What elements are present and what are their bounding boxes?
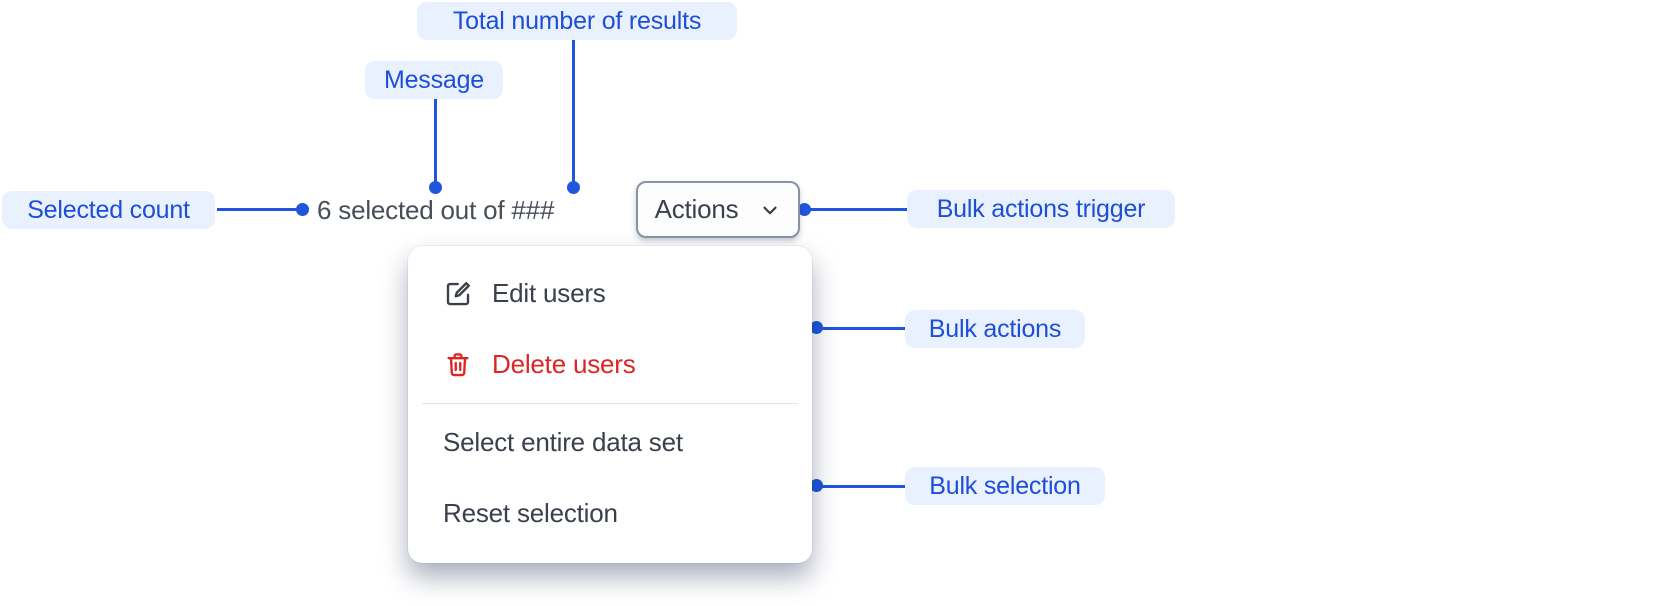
annotation-label-total-results: Total number of results	[417, 2, 737, 40]
annotation-label-selected-count: Selected count	[2, 191, 215, 229]
connector-dot-selected-count	[296, 203, 309, 216]
annotation-label-bulk-actions: Bulk actions	[905, 310, 1085, 348]
connector-dot-bulk-actions	[810, 321, 823, 334]
menu-item-label: Reset selection	[443, 498, 618, 528]
edit-icon	[443, 279, 473, 309]
connector-line-selected-count	[217, 208, 297, 211]
connector-line-message	[434, 99, 437, 182]
menu-item-select-entire-data-set[interactable]: Select entire data set	[408, 407, 812, 478]
annotation-label-bulk-selection: Bulk selection	[905, 467, 1105, 505]
menu-item-label: Select entire data set	[443, 427, 683, 457]
connector-line-bulk-selection	[817, 485, 905, 488]
connector-line-bulk-actions-trigger	[804, 208, 907, 211]
chevron-down-icon	[759, 199, 781, 221]
menu-item-reset-selection[interactable]: Reset selection	[408, 478, 812, 549]
connector-dot-bulk-selection	[810, 479, 823, 492]
annotation-label-bulk-actions-trigger: Bulk actions trigger	[907, 190, 1175, 228]
menu-item-delete-users[interactable]: Delete users	[408, 329, 812, 400]
connector-line-total-results	[572, 40, 575, 182]
bulk-actions-menu: Edit users Delete users Select entire da…	[408, 246, 812, 563]
connector-dot-total-results	[567, 181, 580, 194]
menu-divider	[422, 403, 798, 404]
connector-dot-bulk-actions-trigger	[798, 203, 811, 216]
menu-item-edit-users[interactable]: Edit users	[408, 258, 812, 329]
connector-dot-message	[429, 181, 442, 194]
trash-icon	[443, 350, 473, 380]
selected-count-message: 6 selected out of ###	[317, 195, 555, 225]
menu-item-label: Edit users	[492, 278, 606, 308]
menu-item-label: Delete users	[492, 349, 636, 379]
bulk-actions-trigger-label: Actions	[654, 194, 739, 224]
connector-line-bulk-actions	[817, 327, 905, 330]
annotation-label-message: Message	[365, 61, 503, 99]
bulk-actions-trigger-button[interactable]: Actions	[636, 181, 800, 238]
